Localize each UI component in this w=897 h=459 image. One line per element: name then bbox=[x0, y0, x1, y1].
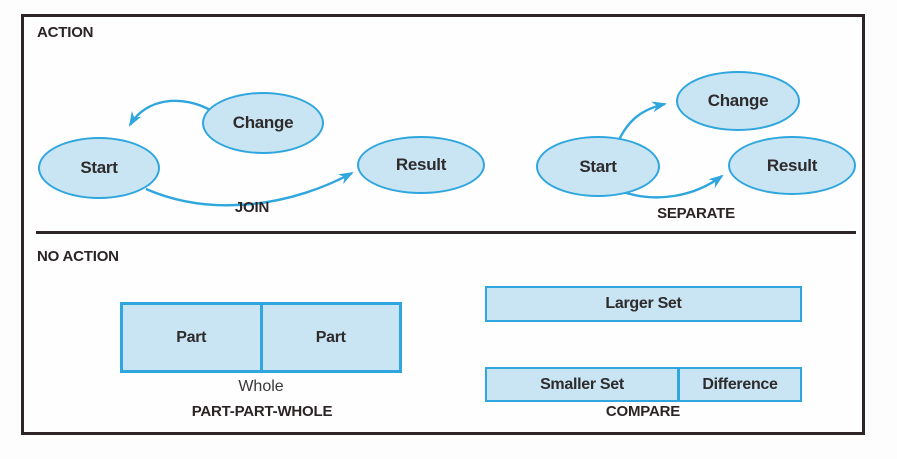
whole-caption: Whole bbox=[238, 378, 284, 395]
join-change-node: Change bbox=[202, 92, 324, 154]
part1-label: Part bbox=[176, 328, 207, 346]
smaller-set-label: Smaller Set bbox=[540, 375, 624, 393]
difference-label: Difference bbox=[702, 375, 778, 393]
separate-change-node: Change bbox=[676, 71, 800, 131]
compare-caption: COMPARE bbox=[605, 403, 681, 420]
difference-cell: Difference bbox=[677, 369, 800, 400]
part1-cell: Part bbox=[123, 305, 260, 370]
no-action-section-heading: NO ACTION bbox=[37, 248, 119, 265]
larger-set-bar: Larger Set bbox=[485, 286, 802, 322]
separate-caption: SEPARATE bbox=[657, 205, 735, 222]
join-start-label: Start bbox=[80, 158, 118, 177]
join-caption: JOIN bbox=[234, 199, 270, 216]
join-result-node: Result bbox=[357, 136, 485, 194]
separate-result-node: Result bbox=[728, 136, 856, 195]
part2-label: Part bbox=[315, 328, 346, 346]
section-divider-line bbox=[36, 231, 856, 234]
part-part-whole-caption: PART-PART-WHOLE bbox=[191, 403, 333, 420]
join-result-label: Result bbox=[395, 155, 447, 174]
separate-change-label: Change bbox=[707, 91, 769, 110]
part-part-whole-rect: Part Part bbox=[120, 302, 402, 373]
smaller-difference-bar: Smaller Set Difference bbox=[485, 367, 802, 402]
join-start-node: Start bbox=[38, 137, 160, 199]
separate-start-label: Start bbox=[579, 156, 617, 176]
larger-set-label: Larger Set bbox=[605, 295, 682, 312]
larger-set-cell: Larger Set bbox=[487, 288, 800, 320]
smaller-set-cell: Smaller Set bbox=[487, 369, 677, 400]
join-change-label: Change bbox=[232, 113, 294, 132]
separate-result-label: Result bbox=[766, 155, 818, 175]
action-section-heading: ACTION bbox=[37, 24, 94, 41]
part2-cell: Part bbox=[259, 305, 400, 370]
separate-start-node: Start bbox=[536, 136, 660, 197]
